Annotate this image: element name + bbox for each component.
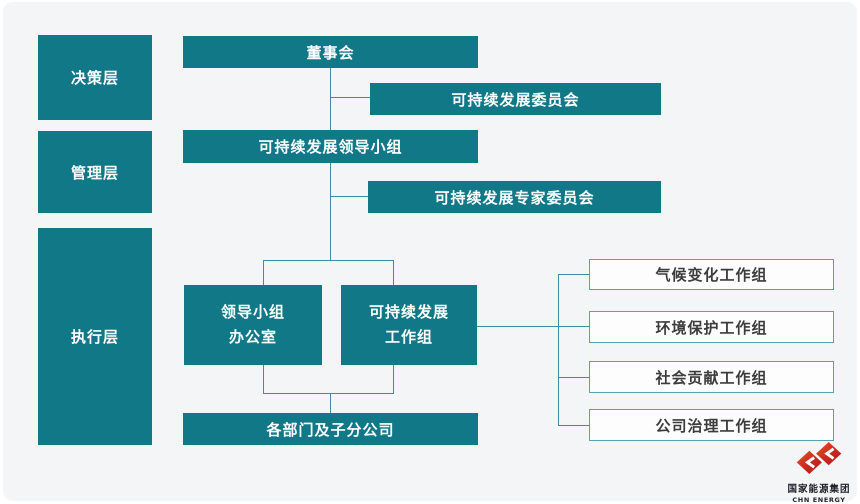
connector-split-top xyxy=(263,260,394,261)
connector-office-down xyxy=(263,365,264,393)
connector-stub-governance xyxy=(558,425,590,426)
chn-energy-logo: 国家能源集团 CHN ENERGY xyxy=(781,441,857,504)
connector-stub-climate xyxy=(558,274,590,275)
node-expert-committee: 可持续发展专家委员会 xyxy=(368,181,661,213)
node-departments: 各部门及子分公司 xyxy=(183,413,478,445)
diagram-panel: 决策层 管理层 执行层 董事会 可持续发展委员会 可持续发展领导小组 可持续发展… xyxy=(3,2,857,504)
connector-workgroup-down xyxy=(393,365,394,393)
connector-leading-group-down xyxy=(330,163,331,260)
node-workgroup: 可持续发展 工作组 xyxy=(341,285,477,365)
connector-merge-bottom xyxy=(263,393,394,394)
layer-label-management: 管理层 xyxy=(38,131,152,213)
connector-drop-workgroup xyxy=(393,260,394,285)
node-leading-group: 可持续发展领导小组 xyxy=(183,130,478,163)
node-workgroup-governance: 公司治理工作组 xyxy=(589,409,834,441)
node-workgroup-climate: 气候变化工作组 xyxy=(589,259,834,290)
connector-board-to-leading-group xyxy=(330,68,331,130)
connector-drop-office xyxy=(263,260,264,285)
chn-energy-mark-icon xyxy=(788,441,850,480)
connector-to-committee xyxy=(330,97,370,98)
node-committee: 可持续发展委员会 xyxy=(370,83,661,115)
node-office: 领导小组 办公室 xyxy=(184,285,322,365)
node-workgroup-social: 社会贡献工作组 xyxy=(589,361,834,393)
connector-right-trunk xyxy=(558,274,559,426)
node-board: 董事会 xyxy=(183,36,478,68)
layer-label-decision: 决策层 xyxy=(38,35,152,120)
connector-to-departments xyxy=(330,393,331,413)
connector-workgroup-to-trunk xyxy=(477,326,590,327)
logo-name-en: CHN ENERGY xyxy=(792,496,846,504)
layer-label-execution: 执行层 xyxy=(38,228,152,445)
node-workgroup-environment: 环境保护工作组 xyxy=(589,311,834,343)
logo-name-cn: 国家能源集团 xyxy=(787,484,851,495)
connector-stub-social xyxy=(558,377,590,378)
connector-to-expert-committee xyxy=(330,196,368,197)
